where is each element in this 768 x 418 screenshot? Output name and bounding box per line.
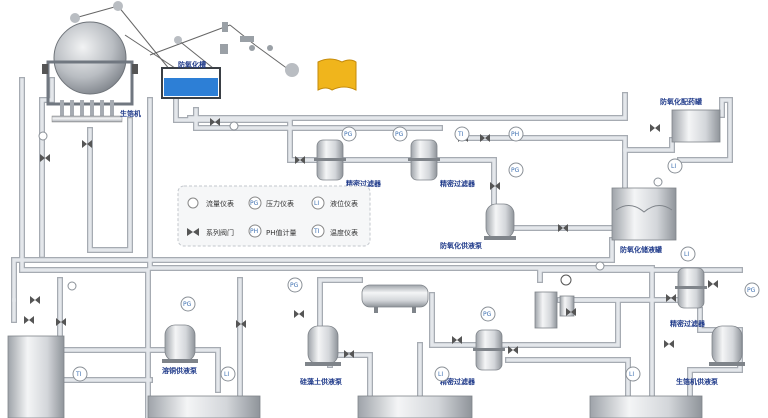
foil-machine: 生箔机 bbox=[42, 1, 299, 123]
anti-oxidation-storage-tank-label: 防氧化储液罐 bbox=[620, 245, 662, 254]
gauge-pg-7-code: PG bbox=[747, 287, 756, 294]
gauge-li-5-code: LI bbox=[629, 371, 634, 378]
anti-oxidation-storage-tank: 防氧化储液罐 bbox=[611, 187, 677, 254]
precision-filter-3-label: 精密过滤器 bbox=[440, 377, 476, 386]
gauge-ti-1-code: TI bbox=[457, 131, 464, 138]
gauge-ti-2: TI bbox=[72, 366, 88, 382]
legend: 流量仪表 PG 压力仪表 LI 液位仪表 系列阀门 PH PH值计量 TI 温度… bbox=[177, 185, 371, 247]
foil-machine-label: 生箔机 bbox=[120, 109, 141, 118]
dosing-assembly bbox=[534, 274, 575, 329]
gauge-ph-1-code: PH bbox=[511, 131, 519, 138]
gauge-pg-2-code: PG bbox=[395, 131, 404, 138]
diatomite-supply-pump-label: 硅藻土供液泵 bbox=[300, 377, 342, 386]
gauge-pg-6: PG bbox=[480, 306, 496, 322]
gauge-pg-2: PG bbox=[392, 126, 408, 142]
legend-level-meter: LI 液位仪表 bbox=[311, 196, 358, 210]
gauge-pg-4-code: PG bbox=[183, 301, 192, 308]
copper-foil-roll-icon bbox=[317, 58, 357, 91]
legend-pressure-meter-label: 压力仪表 bbox=[266, 199, 294, 208]
pipe-network bbox=[11, 77, 743, 418]
gauge-pg-5: PG bbox=[287, 277, 303, 293]
guide-roller-assembly bbox=[220, 22, 273, 54]
legend-ti-code: TI bbox=[313, 228, 320, 235]
gauge-li-2-code: LI bbox=[224, 371, 229, 378]
legend-li-code: LI bbox=[314, 200, 319, 207]
gauge-li-3-code: LI bbox=[438, 371, 443, 378]
precision-filter-4: 精密过滤器 bbox=[670, 267, 707, 328]
gauge-pg-7: PG bbox=[744, 282, 760, 298]
legend-pressure-meter: PG 压力仪表 bbox=[248, 196, 294, 210]
legend-valve-label: 系列阀门 bbox=[206, 228, 234, 237]
precision-filter-1: 精密过滤器 bbox=[314, 139, 382, 188]
legend-temp-meter-label: 温度仪表 bbox=[330, 228, 358, 237]
foil-machine-supply-pump: 生箔机供液泵 bbox=[676, 325, 745, 386]
legend-ph-code: PH bbox=[250, 228, 258, 235]
valves bbox=[24, 118, 718, 358]
dissolve-supply-pump: 溶铜供液泵 bbox=[162, 324, 198, 375]
legend-level-meter-label: 液位仪表 bbox=[330, 199, 358, 208]
bottom-tank-2 bbox=[357, 395, 473, 418]
gauge-li-2: LI bbox=[220, 366, 236, 382]
gauge-pg-3-code: PG bbox=[511, 167, 520, 174]
anti-oxidation-dosing-tank-label: 防氧化配药罐 bbox=[660, 97, 702, 106]
anti-oxidation-tank-label: 防氧化槽 bbox=[178, 60, 206, 69]
anti-oxidation-dosing-tank: 防氧化配药罐 bbox=[660, 97, 721, 143]
gauge-li-5: LI bbox=[625, 366, 641, 382]
gauge-li-1: LI bbox=[667, 158, 683, 174]
legend-valve: 系列阀门 bbox=[187, 228, 234, 237]
legend-ph-meter: PH PH值计量 bbox=[248, 224, 297, 238]
bottom-tank-3 bbox=[589, 395, 703, 418]
dissolve-supply-pump-label: 溶铜供液泵 bbox=[162, 366, 197, 375]
legend-ph-meter-label: PH值计量 bbox=[266, 228, 297, 237]
gauge-pg-1: PG bbox=[341, 126, 357, 142]
bottom-tank-1 bbox=[147, 395, 261, 418]
legend-pg-code: PG bbox=[250, 200, 259, 207]
gauge-ti-2-code: TI bbox=[75, 371, 82, 378]
gauge-li-1-code: LI bbox=[671, 163, 676, 170]
gauge-ti-1: TI bbox=[454, 126, 470, 142]
precision-filter-1-label: 精密过滤器 bbox=[346, 179, 382, 188]
left-storage-tank bbox=[7, 335, 65, 418]
gauge-ph-1: PH bbox=[508, 126, 524, 142]
foil-machine-supply-pump-label: 生箔机供液泵 bbox=[676, 377, 718, 386]
gauge-pg-4: PG bbox=[180, 296, 196, 312]
anti-oxidation-supply-pump: 防氧化供液泵 bbox=[440, 203, 516, 250]
anti-oxidation-tank: 防氧化槽 bbox=[161, 60, 221, 99]
legend-flow-meter-label: 流量仪表 bbox=[206, 199, 234, 208]
gauge-li-4: LI bbox=[680, 246, 696, 262]
gauge-li-4-code: LI bbox=[684, 251, 689, 258]
legend-flow-meter: 流量仪表 bbox=[187, 197, 234, 209]
anti-oxidation-supply-pump-label: 防氧化供液泵 bbox=[440, 241, 482, 250]
diatomite-supply-pump: 硅藻土供液泵 bbox=[300, 325, 342, 386]
precision-filter-4-label: 精密过滤器 bbox=[670, 319, 706, 328]
legend-temp-meter: TI 温度仪表 bbox=[311, 224, 358, 238]
precision-filter-2-label: 精密过滤器 bbox=[440, 179, 476, 188]
horizontal-filter bbox=[361, 284, 429, 313]
gauge-pg-1-code: PG bbox=[344, 131, 353, 138]
precision-filter-2: 精密过滤器 bbox=[408, 139, 476, 188]
flow-meters bbox=[38, 121, 663, 291]
precision-filter-3: 精密过滤器 bbox=[440, 329, 505, 386]
gauge-li-3: LI bbox=[434, 366, 450, 382]
gauge-pg-3: PG bbox=[508, 162, 524, 178]
gauge-pg-6-code: PG bbox=[483, 311, 492, 318]
gauge-pg-5-code: PG bbox=[290, 282, 299, 289]
